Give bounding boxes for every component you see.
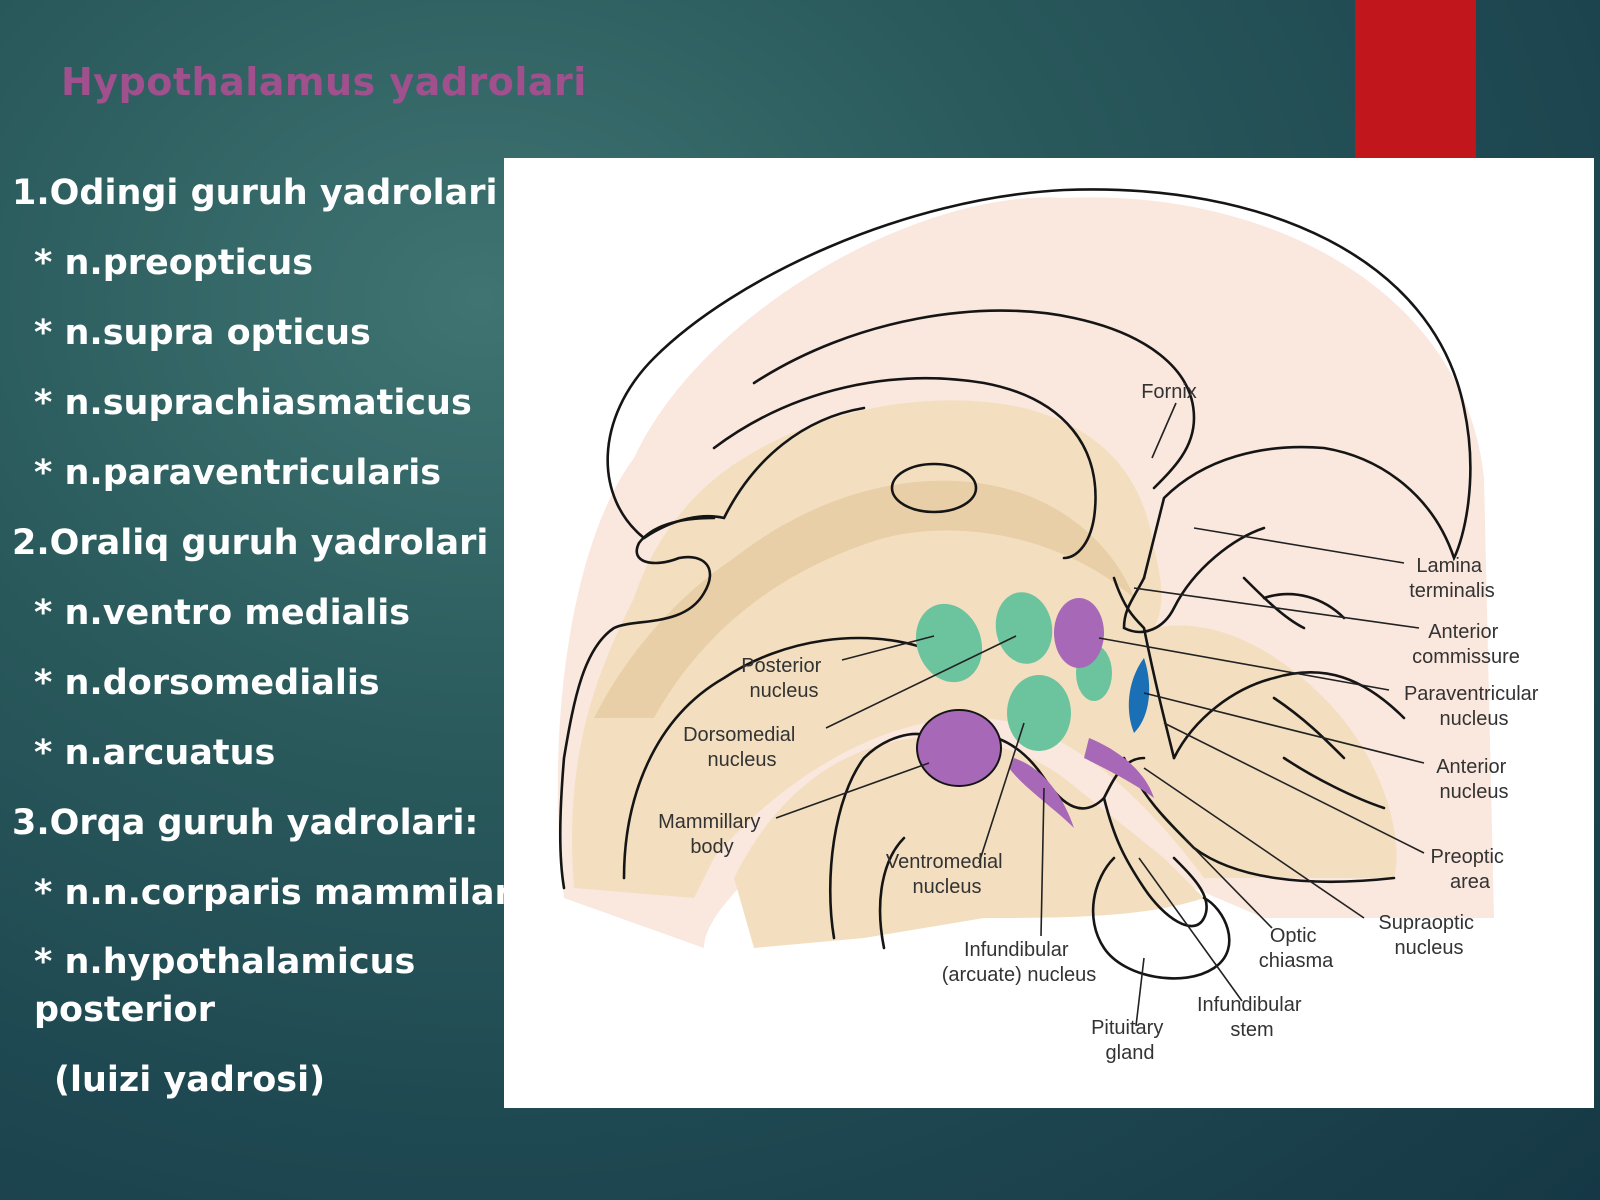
corpus-callosum-outline	[606, 188, 1472, 580]
label-infundibular-nucleus: Infundibular (arcuate) nucleus	[942, 939, 1097, 986]
label-dorsomedial-nucleus: Dorsomedial nucleus	[683, 724, 801, 771]
gyrus-line-4	[1282, 756, 1386, 810]
tissue-band	[594, 480, 1134, 718]
leader-pituitary	[1135, 957, 1145, 1027]
infundibular-nucleus-mark	[1009, 758, 1074, 828]
leader-preoptic	[1163, 722, 1425, 854]
group-heading-intermediate: 2.Oraliq guruh yadrolari	[12, 523, 489, 563]
label-lamina-terminalis: Lamina terminalis	[1409, 555, 1495, 602]
leader-posterior	[841, 635, 935, 661]
list-item: * n.arcuatus	[34, 733, 276, 773]
label-infundibular-stem: Infundibular stem	[1197, 994, 1307, 1041]
label-anterior-commissure: Anterior commissure	[1412, 621, 1520, 668]
leader-mammillary	[775, 762, 930, 819]
label-paraventricular-nucleus: Paraventricular nucleus	[1404, 683, 1544, 730]
nuclei-list: 1.Odingi guruh yadrolari * n.preopticus …	[12, 168, 507, 1125]
lower-tissue	[734, 737, 1204, 948]
label-supraoptic-nucleus: Supraoptic nucleus	[1378, 912, 1479, 959]
interthalamic-adhesion	[890, 462, 978, 514]
leader-anterior-nucleus	[1143, 692, 1425, 764]
dorsomedial-nucleus-mark	[995, 592, 1053, 664]
lamina-terminalis-outline	[1122, 526, 1266, 634]
leader-dorsomedial	[825, 635, 1017, 729]
anterior-wall-outline	[1172, 671, 1406, 760]
leader-fornix	[1151, 402, 1177, 459]
list-item: * n.hypothalamicus posterior	[34, 942, 416, 1030]
list-item: * n.ventro medialis	[34, 593, 411, 633]
lateral-ventricle-outline	[712, 376, 1097, 560]
pineal-region-outline	[558, 516, 716, 890]
leader-supraoptic	[1143, 767, 1365, 919]
slide-title: Hypothalamus yadrolari	[61, 60, 587, 104]
label-fornix: Fornix	[1141, 381, 1197, 403]
list-item: (luizi yadrosi)	[54, 1060, 326, 1100]
label-posterior-nucleus: Posterior nucleus	[741, 655, 827, 702]
infundibulum-outline	[1102, 796, 1208, 928]
label-pituitary-gland: Pituitary gland	[1091, 1017, 1169, 1064]
list-item: * n.suprachiasmaticus	[34, 383, 472, 423]
ventromedial-nucleus-mark	[1007, 675, 1071, 751]
posterior-nucleus-mark	[915, 603, 983, 683]
gyrus-line-1	[1242, 576, 1306, 630]
list-item: * n.supra opticus	[34, 313, 371, 353]
group-heading-posterior: 3.Orqa guruh yadrolari:	[12, 803, 479, 843]
leader-optic-chiasma	[1183, 837, 1273, 929]
group-heading-anterior: 1.Odingi guruh yadrolari	[12, 173, 498, 213]
diagram-svg: Fornix Lamina terminalis Anterior commis…	[557, 188, 1544, 1064]
paraventricular-nucleus-mark	[1054, 598, 1104, 668]
hypothalamus-diagram: Fornix Lamina terminalis Anterior commis…	[504, 158, 1594, 1108]
accent-bar	[1355, 0, 1476, 160]
leader-anterior-commissure	[1133, 587, 1420, 629]
list-item: * n.dorsomedialis	[34, 663, 380, 703]
gyrus-line-2	[1262, 592, 1346, 620]
list-item: * n.paraventricularis	[34, 453, 442, 493]
midbrain-outline	[829, 732, 936, 940]
optic-chiasma-outline	[1122, 756, 1396, 884]
leader-lamina	[1193, 527, 1405, 564]
leader-paraventricular	[1098, 637, 1390, 691]
aqueduct-outline	[622, 636, 926, 880]
brainstem-outline	[878, 836, 906, 950]
label-preoptic-area: Preoptic area	[1431, 846, 1510, 893]
mammillary-body-mark	[916, 709, 1002, 787]
leader-ventromedial	[978, 722, 1025, 864]
anterior-nucleus-mark	[1128, 658, 1150, 733]
brain-tissue	[572, 400, 1397, 898]
list-item: * n.n.corparis mammilaris	[34, 873, 507, 913]
fornix-arch-outline	[752, 309, 1196, 490]
supraoptic-nucleus-mark	[1084, 738, 1154, 798]
gyrus-line-3	[1272, 696, 1346, 760]
leader-infundibular-stem	[1138, 857, 1243, 1002]
list-item: * n.preopticus	[34, 243, 314, 283]
label-ventromedial-nucleus: Ventromedial nucleus	[886, 851, 1008, 898]
label-mammillary-body: Mammillary body	[658, 811, 766, 858]
pituitary-outline	[1091, 856, 1231, 980]
label-anterior-nucleus: Anterior nucleus	[1436, 756, 1512, 803]
label-optic-chiasma: Optic chiasma	[1259, 925, 1334, 972]
leader-infundibular-nucleus	[1040, 787, 1045, 937]
